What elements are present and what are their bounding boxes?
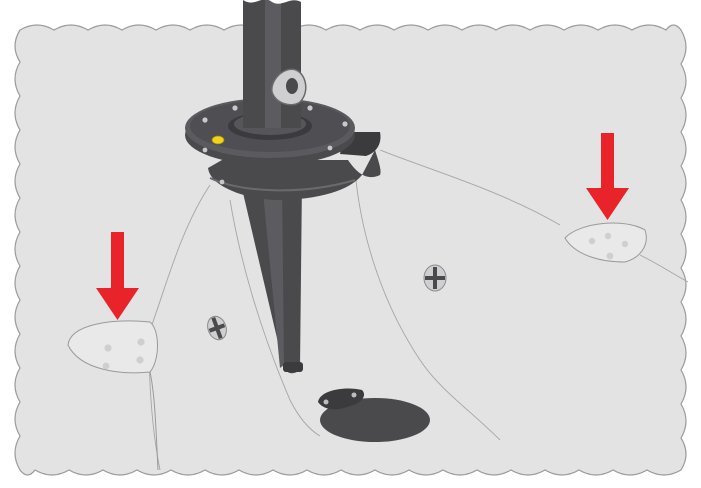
upper-pole bbox=[243, 0, 301, 128]
indicator-dot bbox=[212, 136, 224, 144]
screw-head-icon bbox=[424, 265, 446, 291]
